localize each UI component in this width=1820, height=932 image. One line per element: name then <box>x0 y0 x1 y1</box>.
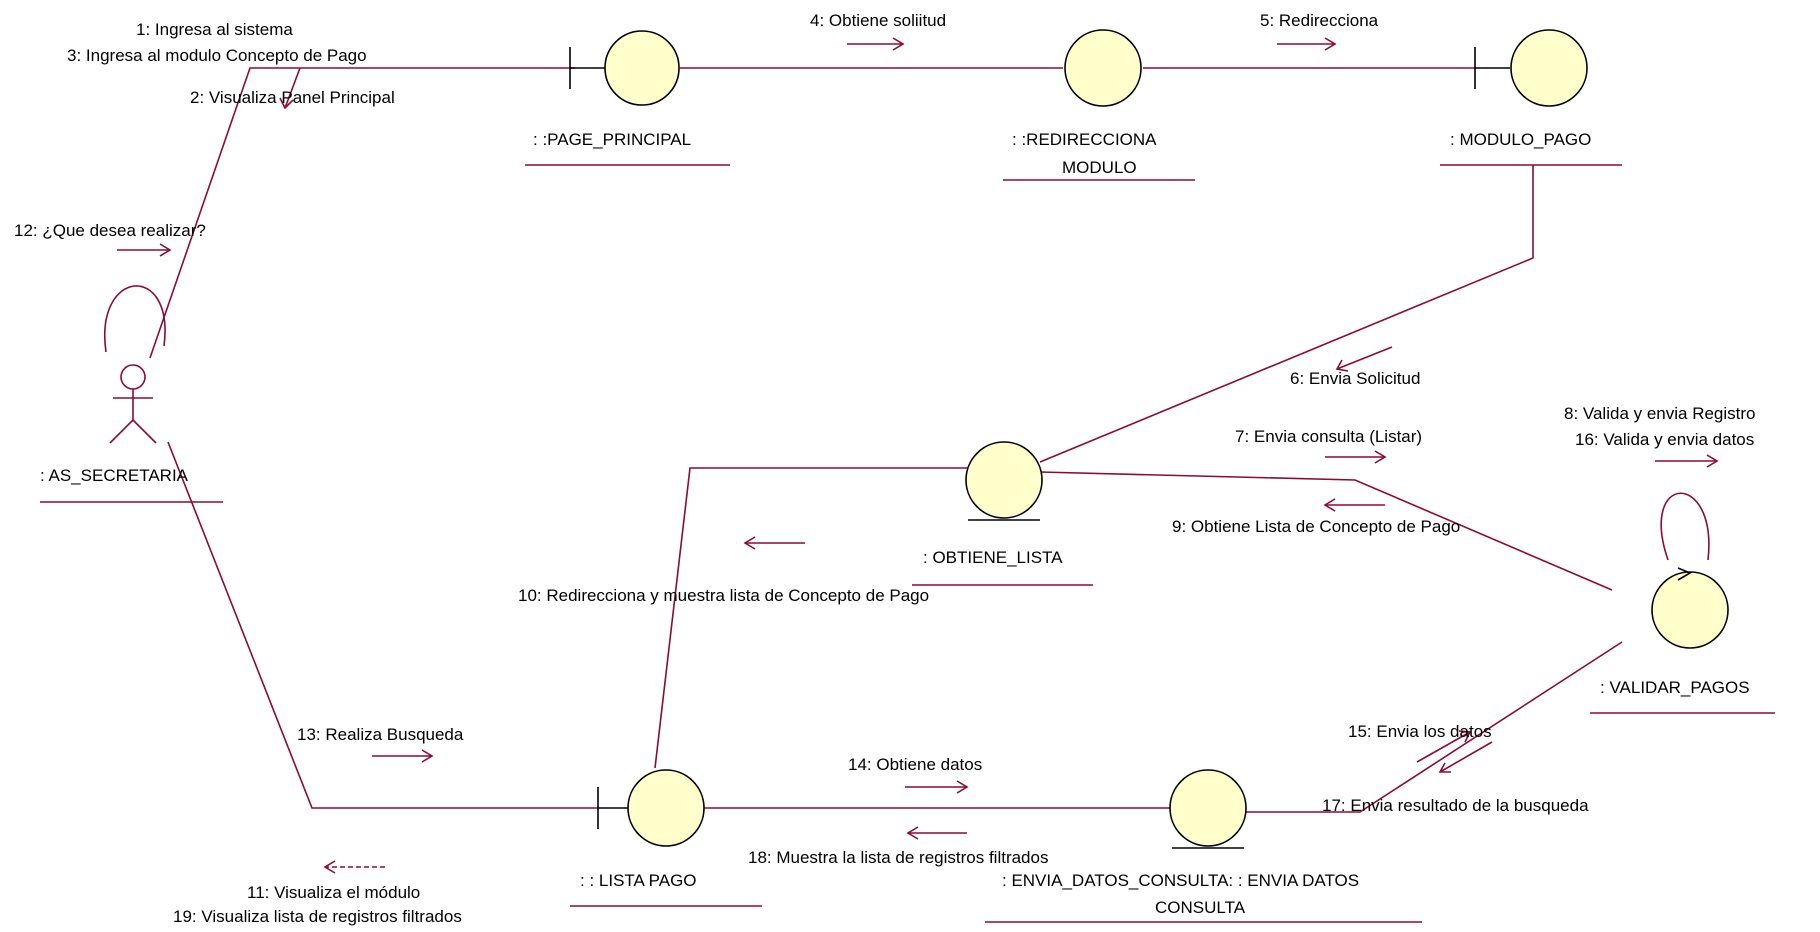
object-name-obtiene-lista: : OBTIENE_LISTA <box>923 548 1063 567</box>
arrow-msg-10 <box>743 536 805 550</box>
control-validar-pagos[interactable]: : VALIDAR_PAGOS <box>1590 567 1775 714</box>
self-loop-actor <box>103 285 166 353</box>
boundary-modulo-pago[interactable]: : MODULO_PAGO <box>1440 29 1622 166</box>
msg-label-4: 4: Obtiene soliitud <box>810 11 946 30</box>
msg-label-13: 13: Realiza Busqueda <box>297 725 464 744</box>
arrow-msg-4 <box>847 37 905 51</box>
msg-label-19: 19: Visualiza lista de registros filtrad… <box>173 907 462 926</box>
arrow-msg-15 <box>1416 730 1472 763</box>
control-arrowhead <box>1677 567 1692 581</box>
msg-label-1: 1: Ingresa al sistema <box>136 20 293 39</box>
link-modulo-pago-obtiene-lista <box>1039 165 1534 463</box>
object-name-modulo-pago: : MODULO_PAGO <box>1450 130 1591 149</box>
msg-label-8: 8: Valida y envia Registro <box>1564 404 1756 423</box>
link-actor-lista-pago <box>167 441 598 809</box>
msg-label-7: 7: Envia consulta (Listar) <box>1235 427 1422 446</box>
arrow-msg-18 <box>906 826 967 840</box>
control-circle <box>1064 29 1142 107</box>
object-name-validar-pagos: : VALIDAR_PAGOS <box>1600 678 1750 697</box>
msg-label-16: 16: Valida y envia datos <box>1575 430 1754 449</box>
message-labels: 1: Ingresa al sistema 3: Ingresa al modu… <box>14 11 1756 926</box>
object-name-lista-pago: : : LISTA PAGO <box>580 871 697 890</box>
arrow-msg-11-19 <box>323 860 385 874</box>
msg-label-11: 11: Visualiza el módulo <box>247 883 420 902</box>
boundary-circle <box>604 30 680 106</box>
boundary-circle <box>627 769 705 847</box>
arrow-msg-14 <box>905 780 969 794</box>
object-name-page-principal: : :PAGE_PRINCIPAL <box>533 130 691 149</box>
actor-right-leg <box>132 419 157 444</box>
actor-name: : AS_SECRETARIA <box>40 466 189 485</box>
control-circle <box>1651 571 1729 649</box>
arrow-msg-7 <box>1325 450 1387 464</box>
arrow-msg-2 <box>279 67 301 110</box>
arrow-msg-8-16 <box>1655 454 1719 468</box>
msg-label-6: 6: Envia Solicitud <box>1290 369 1420 388</box>
boundary-page-principal[interactable]: : :PAGE_PRINCIPAL <box>525 30 730 166</box>
msg-label-14: 14: Obtiene datos <box>848 755 982 774</box>
object-name-envia-datos-line1: : ENVIA_DATOS_CONSULTA: : ENVIA DATOS <box>1002 871 1359 890</box>
boundary-lista-pago[interactable]: : : LISTA PAGO <box>570 769 762 907</box>
msg-label-18: 18: Muestra la lista de registros filtra… <box>748 848 1048 867</box>
arrow-msg-12 <box>117 243 172 257</box>
msg-label-9: 9: Obtiene Lista de Concepto de Pago <box>1172 517 1460 536</box>
arrow-msg-13 <box>372 749 434 763</box>
link-actor-page-principal <box>149 67 575 359</box>
control-redirecciona-modulo[interactable]: : :REDIRECCIONA MODULO <box>1003 29 1195 181</box>
arrow-msg-5 <box>1277 37 1337 51</box>
actor-as-secretaria[interactable]: : AS_SECRETARIA <box>40 364 223 503</box>
link-envia-datos-validar-pagos <box>1245 641 1623 813</box>
msg-label-3: 3: Ingresa al modulo Concepto de Pago <box>67 46 367 65</box>
arrow-msg-6 <box>1335 346 1393 372</box>
entity-obtiene-lista[interactable]: : OBTIENE_LISTA <box>912 441 1093 586</box>
msg-label-10: 10: Redirecciona y muestra lista de Conc… <box>518 586 929 605</box>
arrow-msg-9 <box>1323 498 1385 512</box>
entity-circle <box>965 441 1043 519</box>
link-obtiene-lista-lista-pago <box>654 467 968 769</box>
message-arrows <box>117 37 1719 874</box>
entity-envia-datos-consulta[interactable]: : ENVIA_DATOS_CONSULTA: : ENVIA DATOS CO… <box>985 769 1422 923</box>
actor-left-leg <box>109 419 134 444</box>
entity-circle <box>1169 769 1247 847</box>
self-loop-validar-pagos <box>1660 492 1710 561</box>
link-obtiene-lista-validar-pagos <box>1039 471 1613 591</box>
object-name-redirecciona-line2: MODULO <box>1062 158 1137 177</box>
actor-head <box>120 364 146 390</box>
msg-label-5: 5: Redirecciona <box>1260 11 1379 30</box>
object-name-redirecciona-line1: : :REDIRECCIONA <box>1012 130 1157 149</box>
msg-label-17: 17: Envia resultado de la busqueda <box>1322 796 1589 815</box>
object-name-envia-datos-line2: CONSULTA <box>1155 898 1246 917</box>
msg-label-2: 2: Visualiza Panel Principal <box>190 88 395 107</box>
links <box>149 67 1623 813</box>
msg-label-12: 12: ¿Que desea realizar? <box>14 221 206 240</box>
msg-label-15: 15: Envia los datos <box>1348 722 1492 741</box>
boundary-circle <box>1510 29 1588 107</box>
arrow-msg-17 <box>1438 741 1493 773</box>
